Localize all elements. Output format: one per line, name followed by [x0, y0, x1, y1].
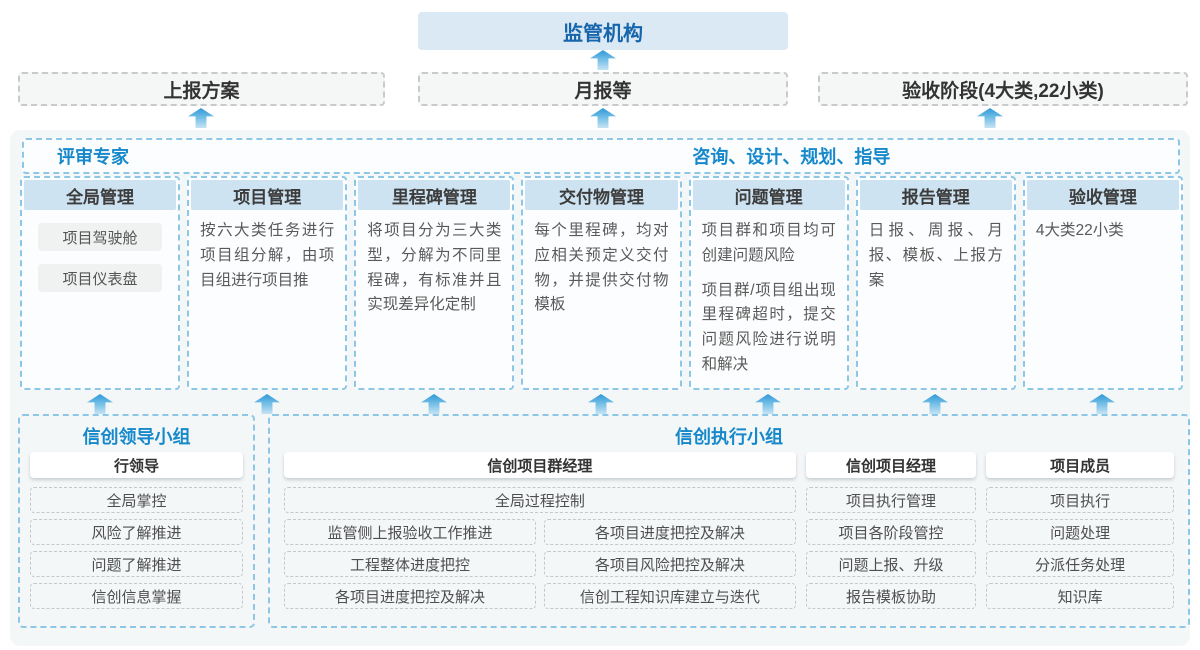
- regulator-label: 监管机构: [563, 22, 643, 45]
- list-item: 信创信息掌握: [30, 583, 243, 609]
- role-project-member: 项目成员: [986, 452, 1174, 478]
- column-title: 问题管理: [692, 180, 845, 210]
- list-item: 问题了解推进: [30, 551, 243, 577]
- leadership-group-section: 信创领导小组 行领导 全局掌控 风险了解推进 问题了解推进 信创信息掌握: [18, 414, 255, 628]
- up-arrow-icon: [188, 108, 214, 128]
- program-manager-group: 信创项目群经理 全局过程控制 监管侧上报验收工作推进 工程整体进度把控 各项目进…: [284, 452, 796, 615]
- list-item: 全局掌控: [30, 487, 243, 513]
- column-title: 项目管理: [191, 180, 344, 210]
- role-project-manager: 信创项目经理: [805, 452, 977, 478]
- column-body: 4大类22小类: [1035, 222, 1124, 239]
- report-acceptance-box: 验收阶段(4大类,22小类): [818, 72, 1188, 106]
- project-manager-group: 信创项目经理 项目执行管理 项目各阶段管控 问题上报、升级 报告模板协助: [805, 452, 977, 615]
- program-manager-right-column: 各项目进度把控及解决 各项目风险把控及解决 信创工程知识库建立与迭代: [543, 519, 796, 615]
- column-title: 里程碑管理: [358, 180, 511, 210]
- report-acceptance-label: 验收阶段(4大类,22小类): [902, 80, 1104, 102]
- execution-group-title: 信创执行小组: [675, 427, 783, 447]
- list-item: 知识库: [986, 583, 1174, 609]
- management-columns: 全局管理 项目驾驶舱 项目仪表盘 项目管理 按六大类任务进行项目组分解，由项目组…: [20, 176, 1183, 390]
- list-item: 各项目风险把控及解决: [543, 551, 796, 577]
- experts-strip: 评审专家 咨询、设计、规划、指导: [22, 138, 1180, 174]
- column-body: 将项目分为三大类型，分解为不同里程碑，有标准并且实现差异化定制: [367, 222, 502, 314]
- list-item: 项目各阶段管控: [805, 519, 977, 545]
- column-body: 日报、周报、月报、模板、上报方案: [868, 222, 1003, 289]
- list-item: 问题上报、升级: [805, 551, 977, 577]
- column-project-management: 项目管理 按六大类任务进行项目组分解，由项目组进行项目推: [187, 176, 348, 390]
- role-program-manager: 信创项目群经理: [284, 452, 796, 478]
- report-monthly-label: 月报等: [574, 80, 632, 102]
- list-item: 项目执行管理: [805, 487, 977, 513]
- column-body: 项目群/项目组出现里程碑超时，提交问题风险进行说明和解决: [701, 281, 836, 373]
- up-arrow-icon: [590, 50, 616, 70]
- report-plan-box: 上报方案: [18, 72, 385, 106]
- list-item: 风险了解推进: [30, 519, 243, 545]
- column-title: 交付物管理: [525, 180, 678, 210]
- column-body: 每个里程碑，均对应相关预定义交付物，并提供交付物模板: [534, 222, 669, 314]
- column-deliverable-management: 交付物管理 每个里程碑，均对应相关预定义交付物，并提供交付物模板: [521, 176, 682, 390]
- column-milestone-management: 里程碑管理 将项目分为三大类型，分解为不同里程碑，有标准并且实现差异化定制: [354, 176, 515, 390]
- services-label: 咨询、设计、规划、指导: [692, 147, 891, 167]
- list-item: 监管侧上报验收工作推进: [284, 519, 536, 545]
- report-monthly-box: 月报等: [418, 72, 788, 106]
- role-bank-leader: 行领导: [30, 452, 243, 478]
- column-report-management: 报告管理 日报、周报、月报、模板、上报方案: [855, 176, 1016, 390]
- regulator-box: 监管机构: [418, 12, 788, 50]
- column-title: 验收管理: [1026, 180, 1179, 210]
- report-plan-label: 上报方案: [163, 80, 240, 102]
- column-body: 按六大类任务进行项目组分解，由项目组进行项目推: [200, 222, 335, 289]
- up-arrow-icon: [977, 108, 1003, 128]
- project-member-group: 项目成员 项目执行 问题处理 分派任务处理 知识库: [986, 452, 1174, 615]
- experts-label: 评审专家: [57, 147, 129, 167]
- program-manager-left-column: 监管侧上报验收工作推进 工程整体进度把控 各项目进度把控及解决: [284, 519, 536, 615]
- column-global-management: 全局管理 项目驾驶舱 项目仪表盘: [20, 176, 181, 390]
- column-title: 报告管理: [859, 180, 1012, 210]
- leadership-group-title: 信创领导小组: [82, 427, 191, 447]
- list-item: 工程整体进度把控: [284, 551, 536, 577]
- list-item: 各项目进度把控及解决: [543, 519, 796, 545]
- list-item: 信创工程知识库建立与迭代: [543, 583, 796, 609]
- list-item: 报告模板协助: [805, 583, 977, 609]
- list-item: 问题处理: [986, 519, 1174, 545]
- column-body: 项目群和项目均可创建问题风险: [701, 222, 836, 264]
- list-item: 项目驾驶舱: [37, 223, 163, 251]
- up-arrow-icon: [590, 108, 616, 128]
- list-item: 分派任务处理: [986, 551, 1174, 577]
- list-item: 项目仪表盘: [37, 264, 163, 292]
- column-issue-management: 问题管理 项目群和项目均可创建问题风险 项目群/项目组出现里程碑超时，提交问题风…: [688, 176, 849, 390]
- execution-group-section: 信创执行小组 信创项目群经理 全局过程控制 监管侧上报验收工作推进 工程整体进度…: [268, 414, 1190, 628]
- list-item: 全局过程控制: [284, 487, 796, 513]
- list-item: 各项目进度把控及解决: [284, 583, 536, 609]
- column-title: 全局管理: [24, 180, 177, 210]
- column-acceptance-management: 验收管理 4大类22小类: [1022, 176, 1183, 390]
- list-item: 项目执行: [986, 487, 1174, 513]
